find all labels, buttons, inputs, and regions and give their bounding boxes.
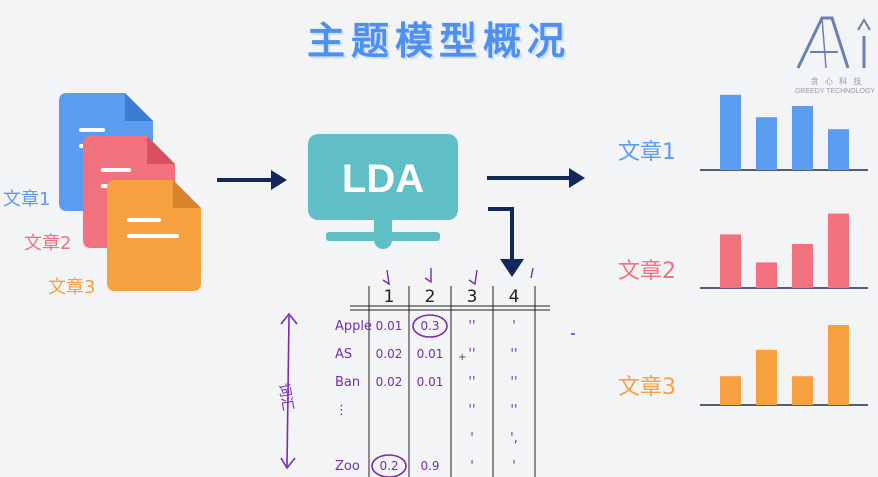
lda-monitor-icon: LDA: [308, 134, 458, 249]
matrix-cell: '': [468, 375, 475, 390]
matrix-cell: 0.2: [379, 459, 398, 473]
matrix-row-word: Apple: [335, 319, 372, 334]
matrix-cell: 0.3: [420, 319, 439, 333]
document-icon-3: [107, 180, 201, 291]
document-label-3: 文章3: [48, 277, 96, 298]
matrix-row-word: Ban: [335, 375, 360, 390]
topic-bar: [756, 262, 777, 288]
topic-bar: [828, 129, 849, 170]
page-title: 主题模型概况: [306, 19, 571, 63]
matrix-cell: 0.9: [420, 459, 439, 473]
topic-bar: [828, 213, 849, 288]
matrix-cell: 0.02: [376, 347, 403, 361]
matrix-row-word: AS: [335, 347, 352, 362]
topic-bar: [720, 376, 741, 405]
arrow-right-icon: [487, 168, 585, 188]
article-label-3: 文章3: [618, 375, 676, 400]
article-label-2: 文章2: [618, 259, 676, 284]
logo-chinese-text: 贪 心 科 技: [810, 77, 864, 86]
arrow-down-icon: [488, 207, 524, 277]
article-label-1: 文章1: [618, 140, 676, 165]
matrix-cell: '': [510, 403, 517, 418]
matrix-cell: '': [468, 319, 475, 334]
cursor-mark: +: [458, 352, 466, 363]
arrow-right-icon: [217, 170, 287, 190]
matrix-cell: '': [510, 347, 517, 362]
matrix-cell: 0.01: [417, 347, 444, 361]
vocabulary-bracket: [280, 312, 298, 470]
matrix-column-header: 4: [509, 287, 520, 307]
topic-bar: [792, 376, 813, 405]
topic-bar: [792, 244, 813, 288]
matrix-column-header: 2: [425, 287, 436, 307]
topic-bar: [720, 94, 741, 170]
matrix-cell: ': [512, 459, 516, 474]
matrix-column-header: 3: [467, 287, 478, 307]
matrix-cell: 0.01: [376, 319, 403, 333]
topic-bar: [792, 106, 813, 170]
lda-label: LDA: [342, 157, 424, 201]
company-logo: 贪 心 科 技 GREEDY TECHNOLOGY: [792, 12, 878, 102]
matrix-cell: ': [470, 431, 474, 446]
topic-bar: [720, 234, 741, 288]
document-label-2: 文章2: [24, 233, 72, 254]
matrix-row-word: ⋮: [335, 403, 348, 418]
matrix-cell: 0.01: [417, 375, 444, 389]
matrix-cell: '': [468, 347, 475, 362]
matrix-cell: ': [512, 319, 516, 334]
topic-bar: [756, 349, 777, 405]
highlight-circle: [412, 314, 448, 338]
topic-bar: [828, 325, 849, 405]
matrix-row-word: Zoo: [335, 459, 360, 474]
matrix-cell: ': [470, 459, 474, 474]
matrix-cell: '': [468, 403, 475, 418]
matrix-cell: '': [510, 375, 517, 390]
matrix-cell: 0.02: [376, 375, 403, 389]
logo-mark-icon: [796, 16, 871, 69]
matrix-column-header: 1: [384, 287, 395, 307]
matrix-cell: ',: [510, 431, 518, 446]
topic-distribution-charts: [700, 94, 868, 406]
column-marks: [382, 267, 534, 286]
highlight-circle: [371, 454, 407, 477]
document-label-1: 文章1: [3, 189, 51, 210]
logo-english-text: GREEDY TECHNOLOGY: [794, 88, 876, 95]
document-stack: [59, 93, 201, 291]
vocabulary-label: 词汇: [275, 382, 296, 412]
topic-bar: [756, 117, 777, 170]
